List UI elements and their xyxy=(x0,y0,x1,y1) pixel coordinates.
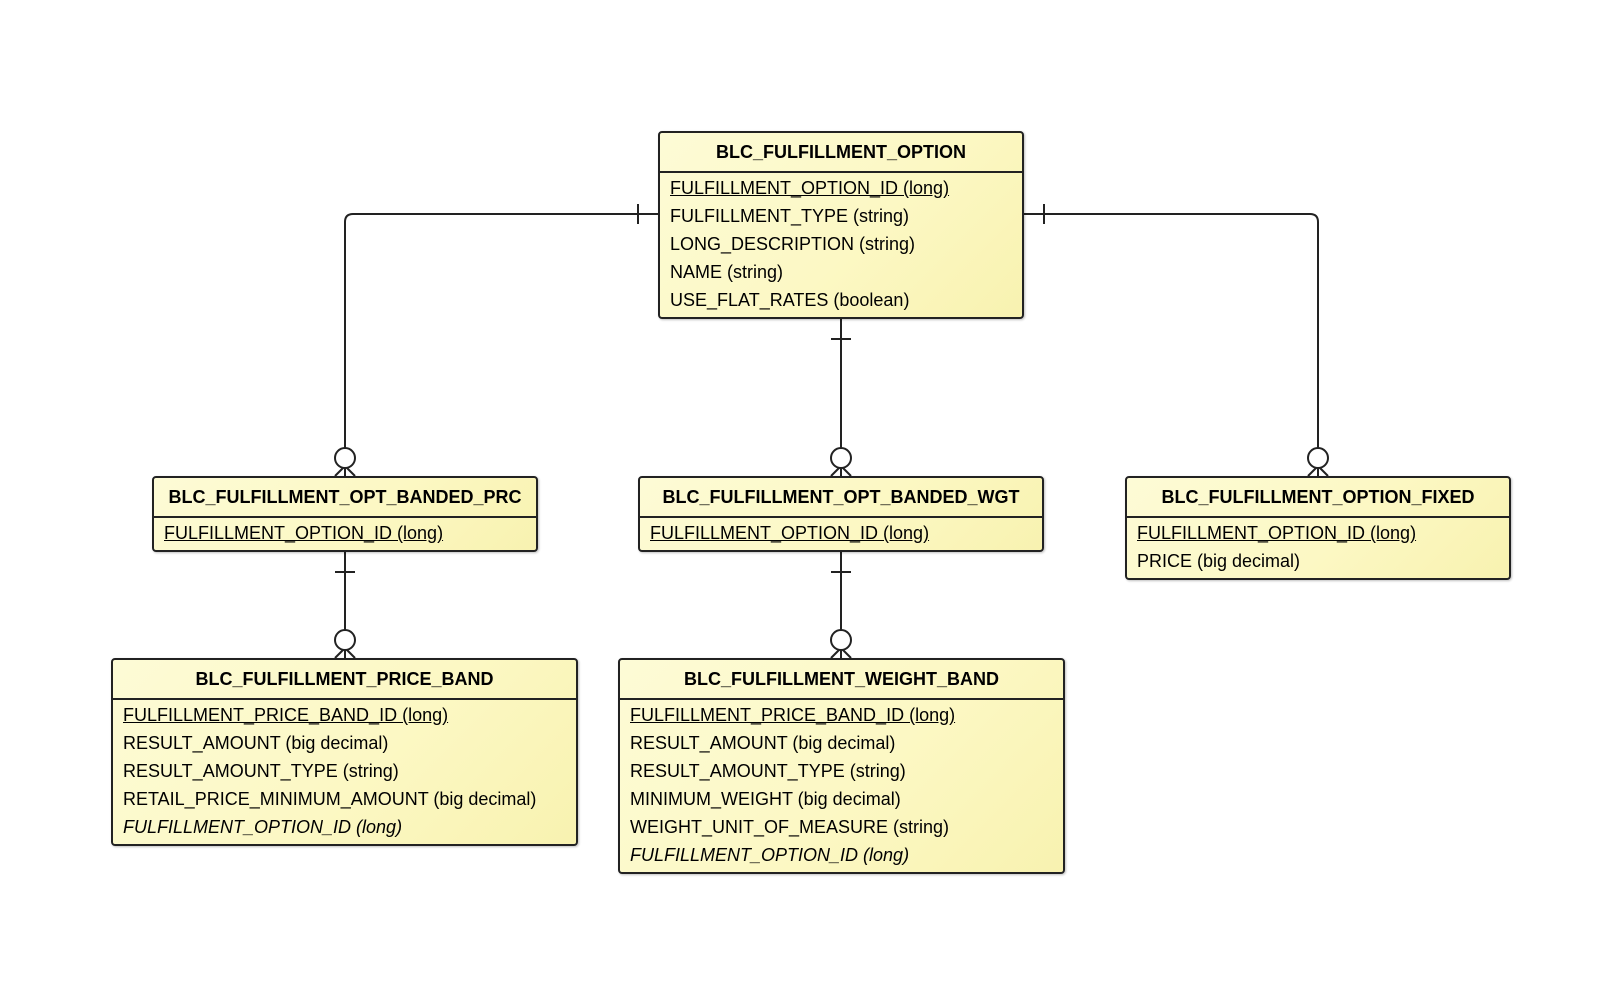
entity-title: BLC_FULFILLMENT_OPTION_FIXED xyxy=(1127,478,1509,518)
foreign-key-attribute: FULFILLMENT_OPTION_ID (long) xyxy=(123,817,403,837)
attribute-row: RETAIL_PRICE_MINIMUM_AMOUNT (big decimal… xyxy=(123,789,537,809)
primary-key-attribute: FULFILLMENT_OPTION_ID (long) xyxy=(670,178,950,198)
primary-key-attribute: FULFILLMENT_OPTION_ID (long) xyxy=(1137,523,1417,543)
attribute-list: FULFILLMENT_OPTION_ID (long) FULFILLMENT_… xyxy=(660,173,1022,314)
entity-title: BLC_FULFILLMENT_OPT_BANDED_WGT xyxy=(640,478,1042,518)
attribute-row: PRICE (big decimal) xyxy=(1137,551,1301,571)
connector-option-to-banded-prc xyxy=(344,213,658,448)
connector-option-to-option-fixed xyxy=(1024,213,1319,448)
attribute-row: LONG_DESCRIPTION (string) xyxy=(670,234,916,254)
zero-optional-circle xyxy=(334,447,356,469)
entity-title: BLC_FULFILLMENT_OPT_BANDED_PRC xyxy=(154,478,536,518)
attribute-row: NAME (string) xyxy=(670,262,784,282)
attribute-list: FULFILLMENT_OPTION_ID (long) PRICE (big d… xyxy=(1127,518,1509,575)
attribute-list: FULFILLMENT_PRICE_BAND_ID (long) RESULT_A… xyxy=(113,700,576,841)
attribute-row: FULFILLMENT_TYPE (string) xyxy=(670,206,910,226)
zero-optional-circle xyxy=(334,629,356,651)
attribute-row: WEIGHT_UNIT_OF_MEASURE (string) xyxy=(630,817,950,837)
zero-optional-circle xyxy=(830,447,852,469)
primary-key-attribute: FULFILLMENT_OPTION_ID (long) xyxy=(164,523,444,543)
zero-optional-circle xyxy=(1307,447,1329,469)
entity-title: BLC_FULFILLMENT_WEIGHT_BAND xyxy=(620,660,1063,700)
attribute-row: RESULT_AMOUNT (big decimal) xyxy=(630,733,896,753)
attribute-row: RESULT_AMOUNT (big decimal) xyxy=(123,733,389,753)
entity-title: BLC_FULFILLMENT_OPTION xyxy=(660,133,1022,173)
attribute-list: FULFILLMENT_OPTION_ID (long) xyxy=(154,518,536,547)
foreign-key-attribute: FULFILLMENT_OPTION_ID (long) xyxy=(630,845,910,865)
primary-key-attribute: FULFILLMENT_PRICE_BAND_ID (long) xyxy=(123,705,449,725)
zero-optional-circle xyxy=(830,629,852,651)
entity-banded-prc[interactable]: BLC_FULFILLMENT_OPT_BANDED_PRC FULFILLMEN… xyxy=(152,476,538,552)
attribute-row: RESULT_AMOUNT_TYPE (string) xyxy=(123,761,399,781)
attribute-row: RESULT_AMOUNT_TYPE (string) xyxy=(630,761,906,781)
entity-title: BLC_FULFILLMENT_PRICE_BAND xyxy=(113,660,576,700)
attribute-row: USE_FLAT_RATES (boolean) xyxy=(670,290,910,310)
entity-banded-wgt[interactable]: BLC_FULFILLMENT_OPT_BANDED_WGT FULFILLMEN… xyxy=(638,476,1044,552)
primary-key-attribute: FULFILLMENT_PRICE_BAND_ID (long) xyxy=(630,705,956,725)
attribute-row: MINIMUM_WEIGHT (big decimal) xyxy=(630,789,901,809)
attribute-list: FULFILLMENT_PRICE_BAND_ID (long) RESULT_A… xyxy=(620,700,1063,869)
attribute-list: FULFILLMENT_OPTION_ID (long) xyxy=(640,518,1042,547)
primary-key-attribute: FULFILLMENT_OPTION_ID (long) xyxy=(650,523,930,543)
